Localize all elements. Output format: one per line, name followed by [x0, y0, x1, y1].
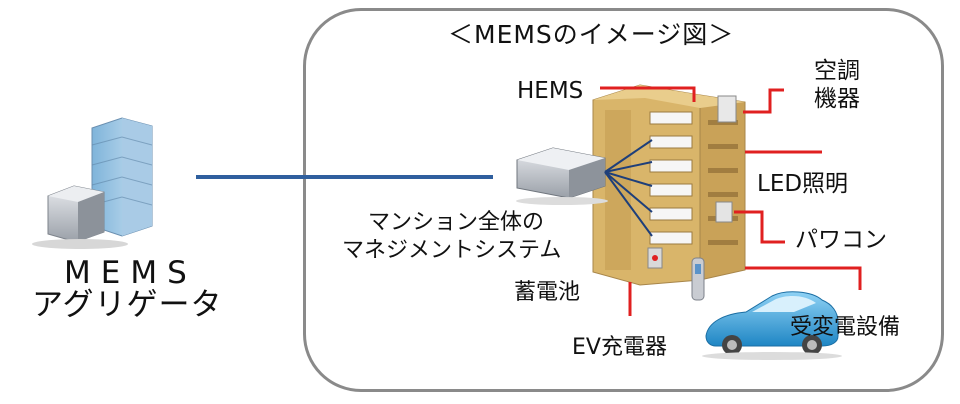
- server-icon: [516, 147, 608, 205]
- diagram-title: ＜MEMSのイメージ図＞: [448, 20, 735, 49]
- management-connections: [604, 139, 653, 237]
- ev-charger-icon: [691, 257, 705, 301]
- battery-label: 蓄電池: [514, 280, 581, 305]
- hems-label: HEMS: [517, 78, 584, 104]
- aircon-label-line2: 機器: [814, 86, 860, 112]
- management-label-line1: マンション全体の: [368, 210, 545, 235]
- aggregator-label-line2: アグリゲータ: [32, 287, 223, 323]
- aggregator-building-icon: [32, 117, 153, 249]
- aggregator-label-line1: MEMS: [64, 255, 197, 291]
- substation-label: 受変電設備: [790, 315, 901, 340]
- apartment-building-icon: [592, 84, 746, 286]
- car-icon: [702, 291, 842, 360]
- ev-charger-label: EV充電器: [572, 335, 667, 360]
- mems-image-frame: [303, 8, 944, 392]
- wiring: [600, 86, 862, 316]
- aircon-label-line1: 空調: [814, 58, 860, 84]
- led-lighting-label: LED照明: [757, 171, 849, 197]
- power-conditioner-label: パワコン: [795, 227, 887, 253]
- management-label-line2: マネジメントシステム: [342, 238, 562, 263]
